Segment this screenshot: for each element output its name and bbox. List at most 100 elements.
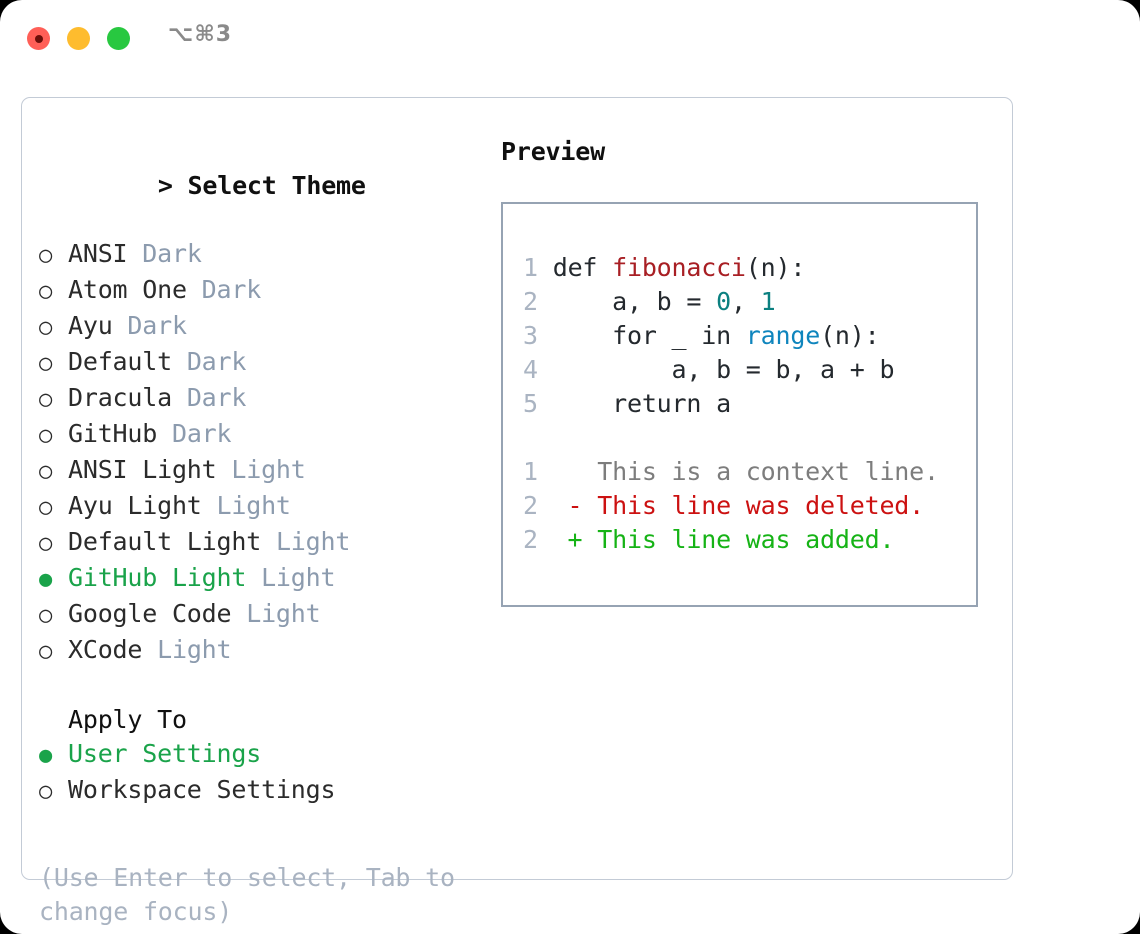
theme-option-tag: Dark	[186, 347, 247, 376]
radio-unselected-icon: ○	[39, 279, 53, 304]
code-line: 2 a, b = 0, 1	[523, 285, 939, 319]
code-token-plain: (n):	[820, 321, 880, 350]
code-token-plain: def	[552, 253, 613, 282]
theme-dialog: > Select Theme ○ANSI Dark○Atom One Dark○…	[21, 97, 1013, 926]
diff-marker	[538, 457, 597, 486]
code-token-call: range	[745, 321, 821, 350]
code-line: 4 a, b = b, a + b	[523, 353, 939, 387]
preview-title: Preview	[501, 137, 605, 166]
preview-pane: Preview 1 def fibonacci(n):2 a, b = 0, 1…	[501, 135, 991, 607]
theme-option-tag: Dark	[171, 419, 232, 448]
label-tag-separator	[261, 525, 276, 559]
theme-option-github-light[interactable]: ●GitHub Light Light	[39, 561, 489, 597]
theme-option-tag: Light	[261, 563, 336, 592]
radio-selected-icon: ●	[39, 743, 53, 768]
label-tag-separator	[142, 633, 157, 667]
code-token-plain: for _ in	[552, 321, 746, 350]
theme-option-default[interactable]: ○ Default Dark	[39, 345, 489, 381]
theme-option-tag: Dark	[142, 239, 202, 268]
code-line: 3 for _ in range(n):	[523, 319, 939, 353]
keyboard-shortcut-label: ⌥⌘3	[168, 22, 233, 47]
theme-option-dracula[interactable]: ○Dracula Dark	[39, 381, 489, 417]
diff-line: 1 This is a context line.	[523, 455, 939, 489]
close-button[interactable]	[27, 27, 50, 50]
zoom-button[interactable]	[107, 27, 130, 50]
code-token-plain: a, b =	[552, 287, 717, 316]
theme-option-google-code[interactable]: ○ Google Code Light	[39, 597, 489, 633]
title-bar: ⌥⌘3	[0, 0, 1140, 78]
gutter-gap	[538, 321, 553, 350]
theme-option-label: ANSI	[68, 239, 128, 268]
line-number: 2	[523, 525, 538, 554]
radio-unselected-icon: ○	[39, 387, 53, 412]
select-theme-header: > Select Theme	[39, 135, 489, 237]
apply-to-option-list: ● User Settings ○Workspace Settings	[39, 737, 489, 809]
theme-option-label: Ayu Light	[68, 491, 202, 520]
prompt-indicator: >	[157, 171, 173, 200]
gutter-gap	[538, 355, 553, 384]
theme-option-github[interactable]: ○GitHub Dark	[39, 417, 489, 453]
radio-selected-icon: ●	[39, 567, 53, 592]
theme-option-ayu[interactable]: ○Ayu Dark	[39, 309, 489, 345]
radio-unselected-icon: ○	[39, 243, 53, 268]
apply-to-option-label: User Settings	[68, 739, 262, 768]
theme-option-label: Default	[68, 347, 172, 376]
theme-option-tag: Light	[275, 527, 351, 556]
code-diff-separator	[523, 421, 939, 455]
label-tag-separator	[202, 489, 217, 523]
theme-option-label: ANSI Light	[68, 455, 217, 484]
theme-option-tag: Light	[157, 635, 232, 664]
gutter-gap	[538, 287, 553, 316]
theme-option-label: Atom One	[68, 275, 187, 304]
minimize-button[interactable]	[67, 27, 90, 50]
theme-option-atom-one[interactable]: ○Atom One Dark	[39, 273, 489, 309]
code-token-plain: (n):	[745, 253, 806, 282]
diff-marker: -	[537, 491, 598, 520]
theme-option-default-light[interactable]: ○Default Light Light	[39, 525, 489, 561]
radio-unselected-icon: ○	[39, 315, 53, 340]
diff-line: 2 + This line was added.	[523, 523, 939, 557]
theme-option-ayu-light[interactable]: ○Ayu Light Light	[39, 489, 489, 525]
page-title: Select Theme	[187, 171, 366, 200]
radio-unselected-icon: ○	[39, 459, 53, 484]
code-token-num: 0	[716, 287, 731, 316]
theme-selection-pane: > Select Theme ○ANSI Dark○Atom One Dark○…	[39, 135, 489, 929]
label-tag-separator	[217, 453, 232, 487]
apply-to-option-workspace-settings[interactable]: ○Workspace Settings	[39, 773, 489, 809]
theme-option-ansi-light[interactable]: ○ ANSI Light Light	[39, 453, 489, 489]
theme-option-tag: Light	[231, 455, 306, 484]
code-line: 1 def fibonacci(n):	[523, 251, 939, 285]
theme-option-tag: Light	[246, 599, 321, 628]
theme-option-label: Google Code	[68, 599, 232, 628]
theme-option-tag: Light	[216, 491, 291, 520]
label-tag-separator	[157, 417, 172, 451]
line-number: 4	[523, 355, 538, 384]
keyboard-hint: (Use Enter to select, Tab to change focu…	[39, 863, 455, 926]
radio-unselected-icon: ○	[39, 603, 53, 628]
theme-option-xcode[interactable]: ○XCode Light	[39, 633, 489, 669]
line-number: 2	[523, 491, 538, 520]
apply-to-header: Apply To	[68, 705, 187, 734]
radio-unselected-icon: ○	[39, 351, 53, 376]
theme-option-list: ○ANSI Dark○Atom One Dark○Ayu Dark○Defaul…	[39, 237, 489, 669]
radio-unselected-icon: ○	[39, 531, 53, 556]
theme-option-tag: Dark	[186, 383, 247, 412]
label-tag-separator	[231, 597, 246, 631]
code-token-plain: ,	[730, 287, 761, 316]
traffic-light-group	[27, 27, 130, 50]
label-tag-separator	[246, 561, 261, 595]
gutter-gap	[538, 253, 553, 282]
label-tag-separator	[113, 309, 128, 343]
diff-text: This line was added.	[597, 525, 895, 554]
list-spacer	[39, 669, 489, 703]
line-number: 3	[523, 321, 538, 350]
code-line: 5 return a	[523, 387, 939, 421]
theme-option-ansi[interactable]: ○ ANSI Dark	[39, 237, 489, 273]
code-token-func: fibonacci	[612, 253, 746, 282]
apply-to-option-user-settings[interactable]: ● User Settings	[39, 737, 489, 773]
label-tag-separator	[172, 345, 187, 379]
diff-line: 2 - This line was deleted.	[523, 489, 939, 523]
